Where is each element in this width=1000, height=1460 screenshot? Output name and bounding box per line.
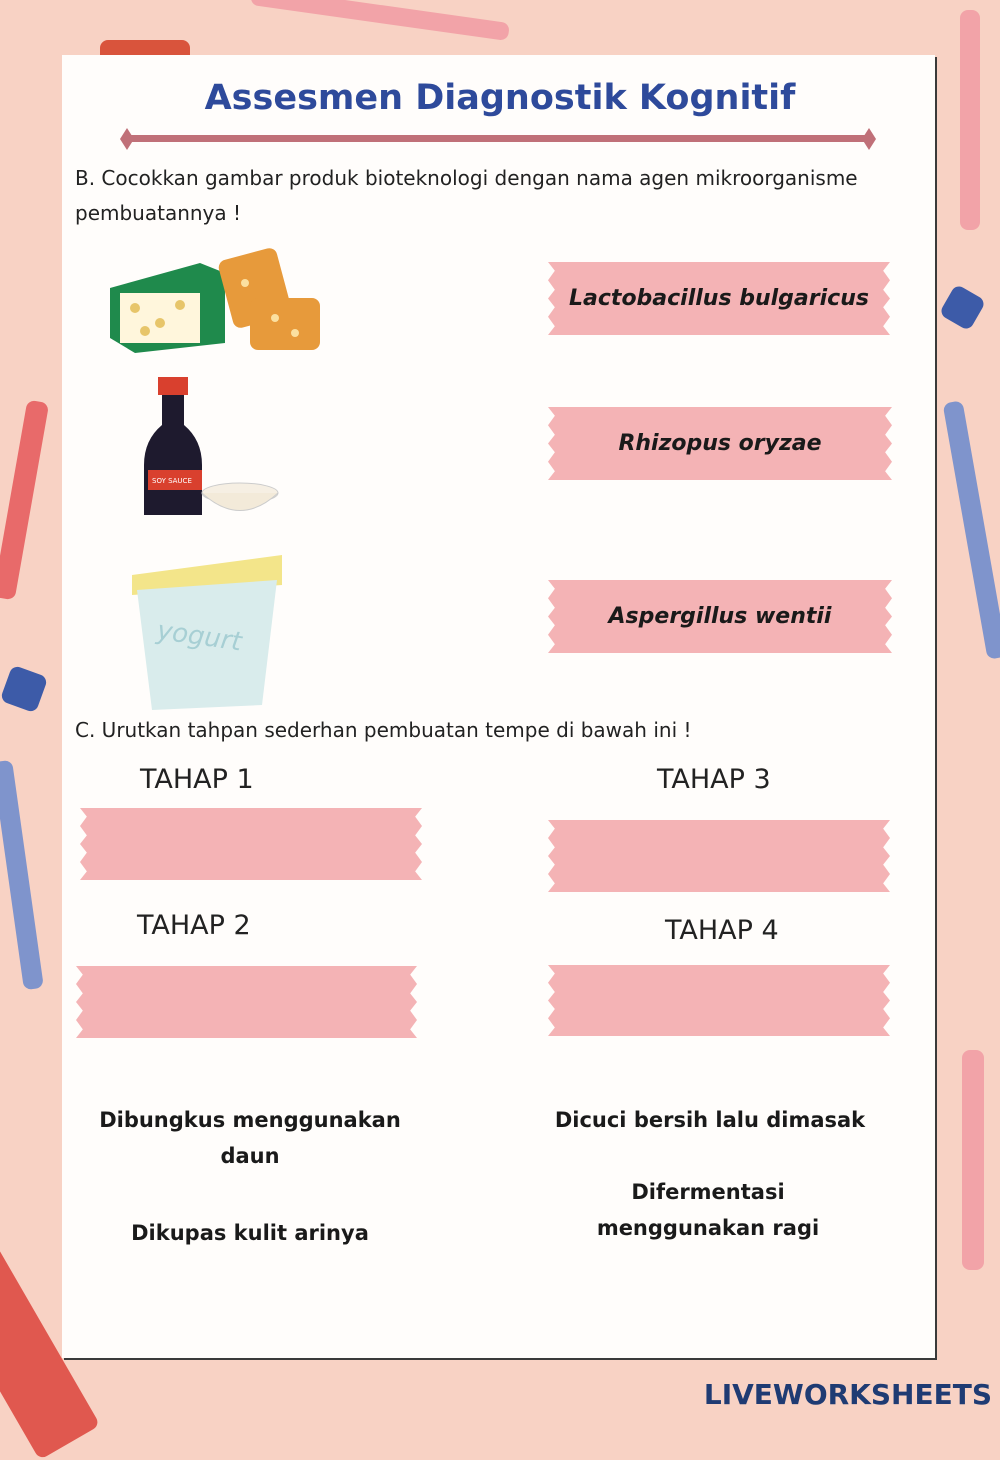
stage-4-label: TAHAP 4 [665, 915, 779, 946]
pencil-decoration [0, 759, 44, 991]
divider-cap-left [120, 128, 134, 150]
divider-cap-right [862, 128, 876, 150]
clip-decoration [938, 283, 987, 332]
stage-3-label: TAHAP 3 [657, 764, 771, 795]
stage-4-dropzone[interactable] [548, 965, 890, 1036]
stage-1-dropzone[interactable] [80, 808, 422, 880]
yogurt-image: yogurt [132, 555, 282, 710]
answer-dibungkus[interactable]: Dibungkus menggunakan daun [99, 1108, 401, 1168]
stage-2-dropzone[interactable] [76, 966, 417, 1038]
soy-label: SOY SAUCE [152, 477, 192, 485]
answer-difermentasi[interactable]: Difermentasi menggunakan ragi [596, 1180, 820, 1240]
stage-3-dropzone[interactable] [548, 820, 890, 892]
stage-1-label: TAHAP 1 [140, 764, 254, 795]
section-b-instruction: B. Cocokkan gambar produk bioteknologi d… [75, 166, 858, 190]
pencil-decoration [960, 10, 980, 230]
section-b-instruction-cont: pembuatannya ! [75, 201, 242, 225]
pencil-decoration [250, 0, 510, 42]
soy-sauce-image: SOY SAUCE [144, 377, 279, 515]
pencil-decoration [0, 399, 50, 601]
clip-decoration [0, 664, 49, 714]
pencil-decoration [942, 400, 1000, 660]
pencil-decoration [962, 1050, 984, 1270]
page-title: Assesmen Diagnostik Kognitif [204, 78, 796, 118]
option-rhizopus[interactable]: Rhizopus oryzae [548, 407, 892, 480]
stage-2-label: TAHAP 2 [137, 910, 251, 941]
liveworksheets-logo: LIVEWORKSHEETS [703, 1378, 992, 1411]
title-divider [128, 135, 868, 142]
answer-dikupas[interactable]: Dikupas kulit arinya [131, 1221, 369, 1245]
tempe-image [110, 248, 320, 353]
option-lactobacillus[interactable]: Lactobacillus bulgaricus [548, 262, 890, 335]
answer-dicuci[interactable]: Dicuci bersih lalu dimasak [554, 1108, 866, 1132]
section-c-instruction: C. Urutkan tahpan sederhan pembuatan tem… [75, 718, 692, 742]
option-aspergillus[interactable]: Aspergillus wentii [548, 580, 892, 653]
